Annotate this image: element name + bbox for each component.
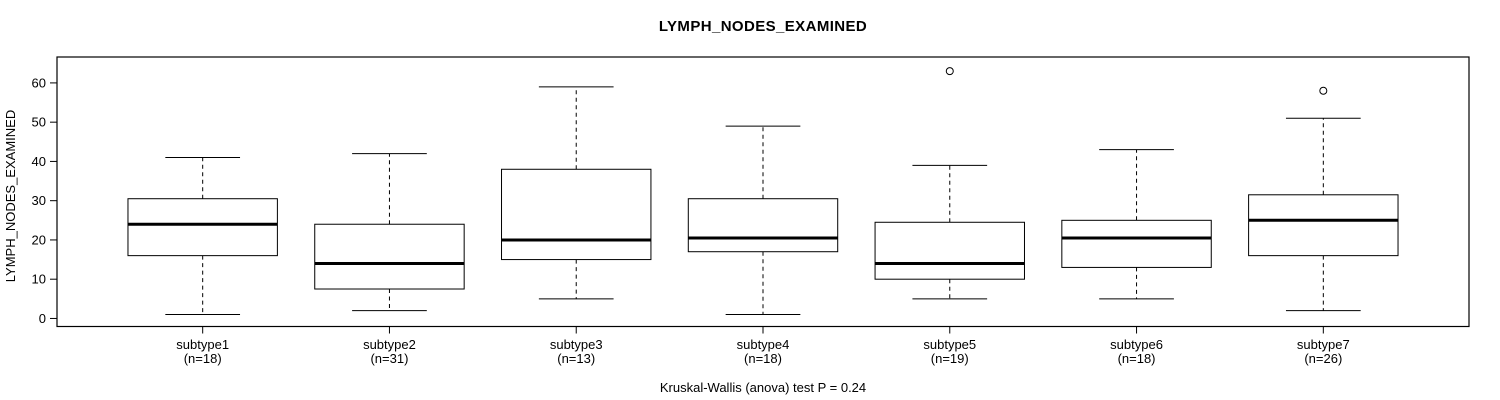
iqr-box-subtype4	[687, 198, 839, 253]
x-category-sublabel-subtype5: (n=19)	[931, 351, 969, 366]
y-axis-tick-label: 50	[32, 115, 46, 130]
iqr-box-subtype3	[501, 168, 652, 261]
y-axis-tick-label: 10	[32, 272, 46, 287]
plot-area: 0102030405060subtype1(n=18)subtype2(n=31…	[32, 56, 1470, 366]
x-category-label-subtype2: subtype2	[363, 337, 416, 352]
plot-border	[56, 56, 1470, 328]
iqr-box-subtype6	[1061, 219, 1212, 268]
x-category-label-subtype6: subtype6	[1110, 337, 1163, 352]
y-axis-tick-label: 30	[32, 193, 46, 208]
x-category-label-subtype7: subtype7	[1297, 337, 1350, 352]
y-axis-tick-label: 60	[32, 75, 46, 90]
outlier-point-subtype7	[1319, 86, 1328, 95]
x-category-sublabel-subtype7: (n=26)	[1304, 351, 1342, 366]
outlier-point-subtype5	[945, 67, 954, 76]
x-category-sublabel-subtype6: (n=18)	[1118, 351, 1156, 366]
x-category-label-subtype5: subtype5	[923, 337, 976, 352]
kruskal-wallis-caption: Kruskal-Wallis (anova) test P = 0.24	[660, 380, 866, 395]
x-category-sublabel-subtype2: (n=31)	[370, 351, 408, 366]
y-axis-tick-label: 20	[32, 232, 46, 247]
iqr-box-subtype2	[314, 223, 465, 290]
iqr-box-subtype5	[874, 221, 1025, 280]
chart-title: LYMPH_NODES_EXAMINED	[659, 18, 867, 35]
iqr-box-subtype1	[127, 198, 278, 257]
y-axis-tick-label: 40	[32, 154, 46, 169]
x-category-label-subtype3: subtype3	[550, 337, 603, 352]
y-axis-tick-label: 0	[39, 311, 46, 326]
y-axis-label: LYMPH_NODES_EXAMINED	[3, 110, 18, 282]
x-category-sublabel-subtype4: (n=18)	[744, 351, 782, 366]
x-category-label-subtype4: subtype4	[737, 337, 790, 352]
x-category-sublabel-subtype3: (n=13)	[557, 351, 595, 366]
iqr-box-subtype7	[1248, 194, 1399, 257]
x-category-label-subtype1: subtype1	[176, 337, 229, 352]
x-category-sublabel-subtype1: (n=18)	[184, 351, 222, 366]
